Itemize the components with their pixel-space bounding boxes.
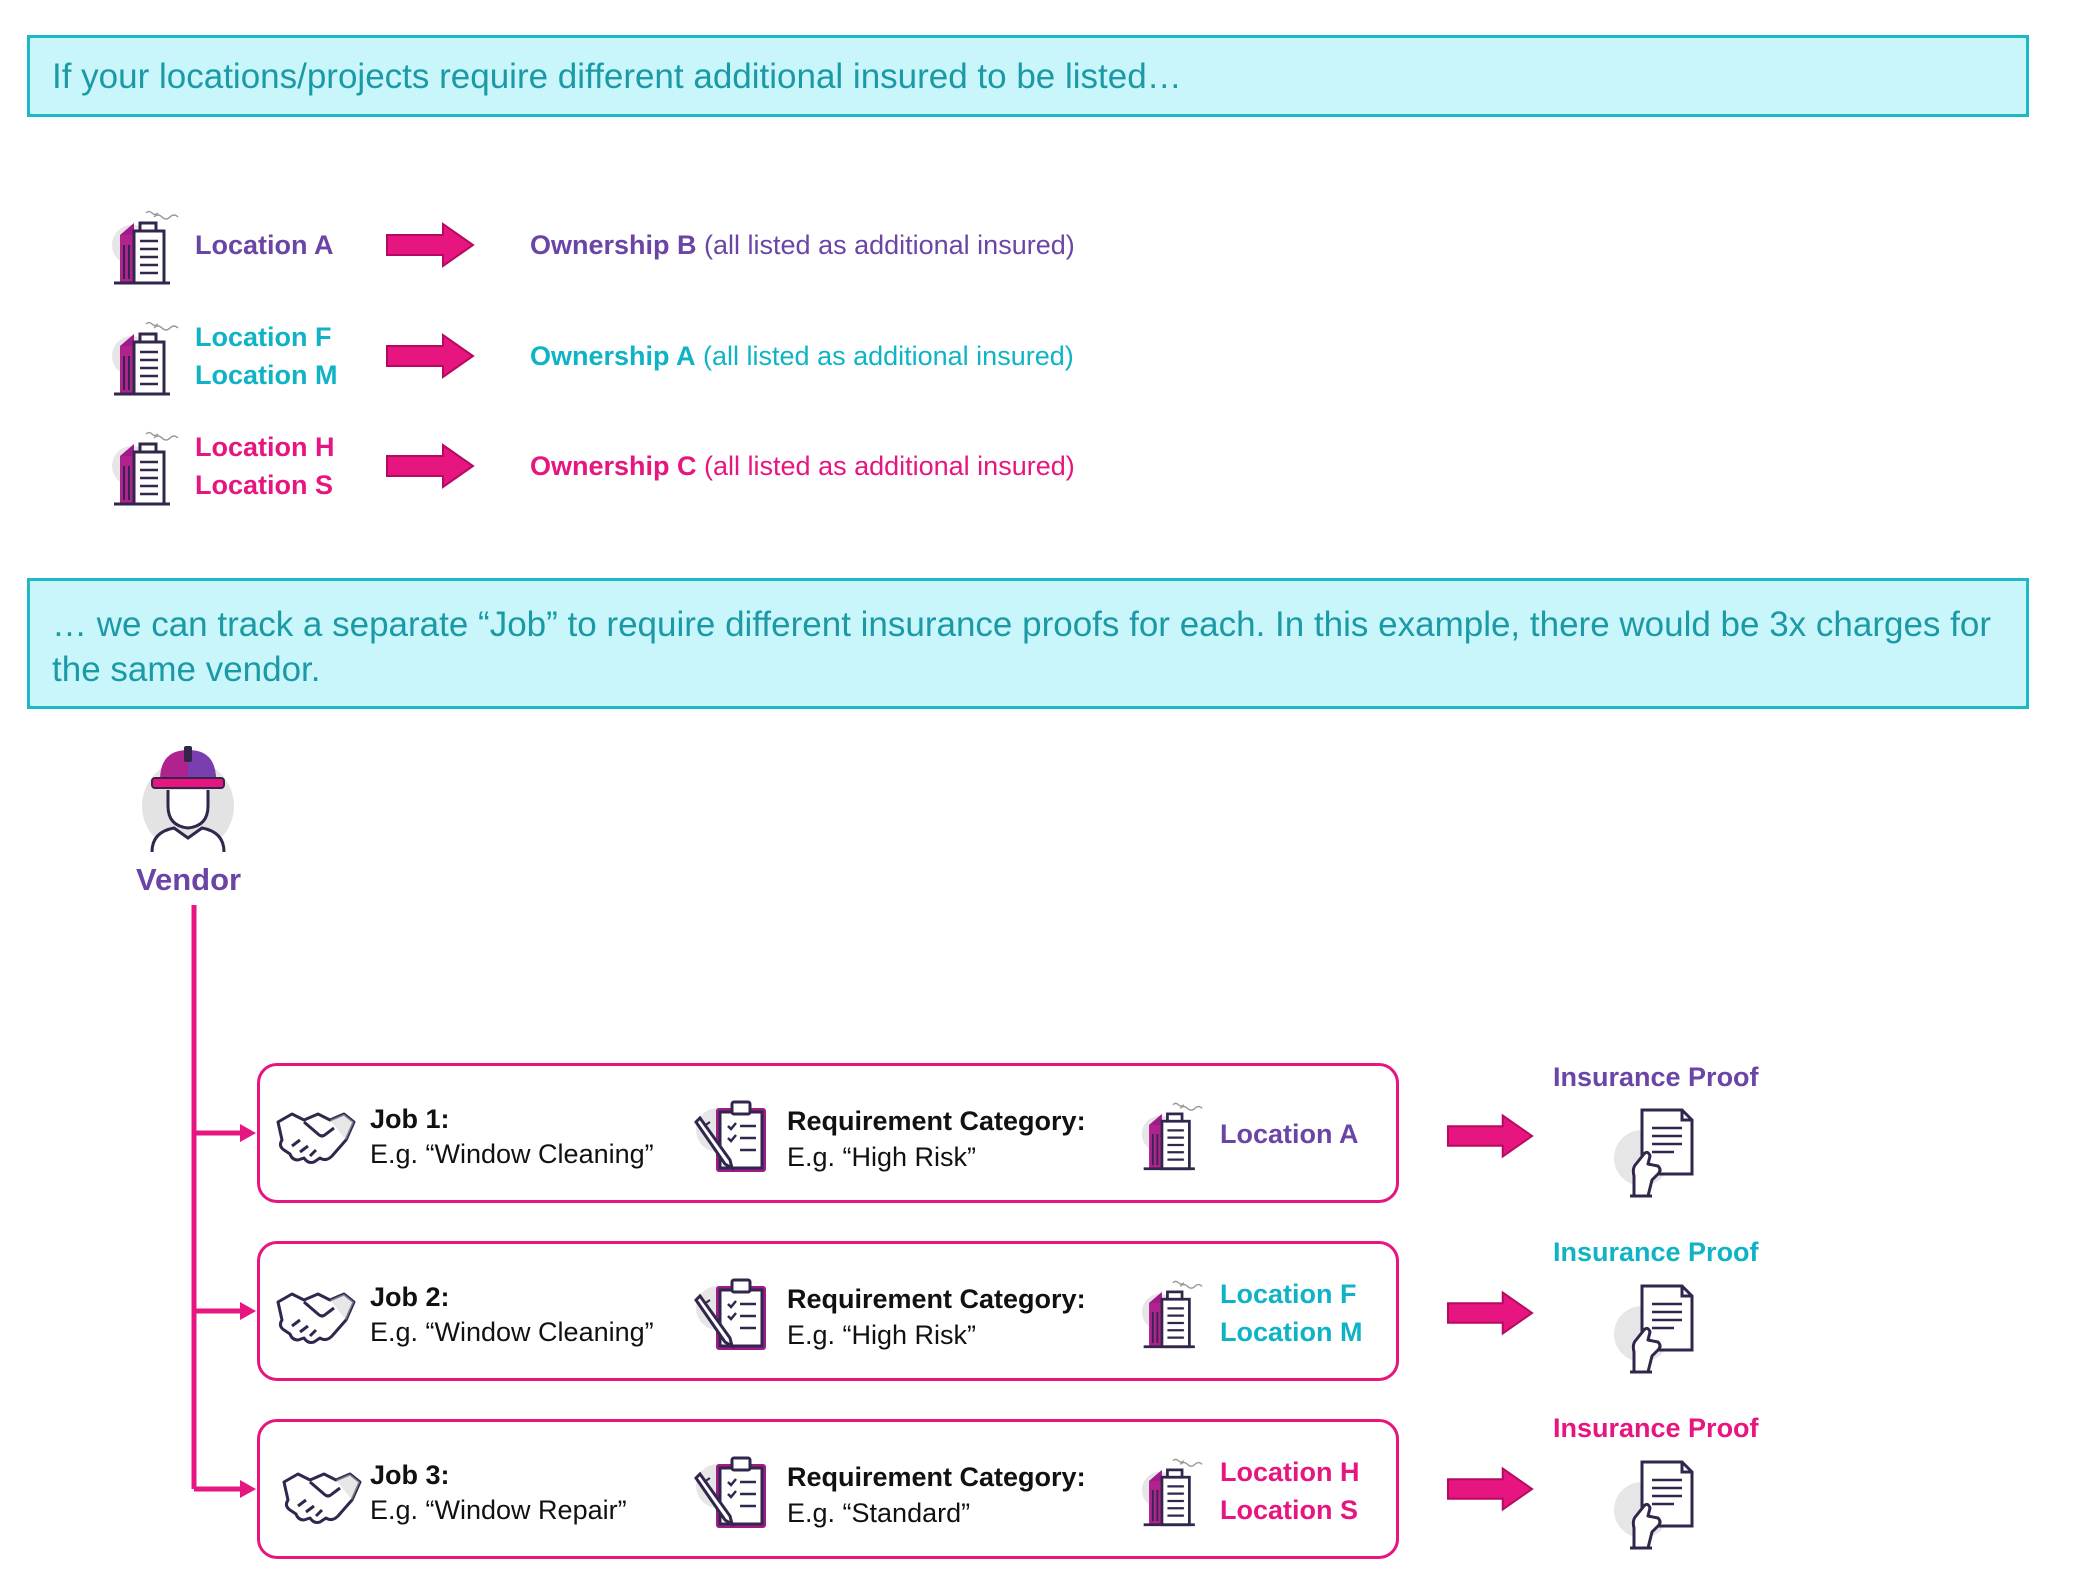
requirement-title: Requirement Category: [787, 1106, 1086, 1136]
worker-hardhat-icon [142, 746, 234, 853]
intro-banner-text: If your locations/projects require diffe… [52, 56, 1182, 96]
explanation-banner: … we can track a separate “Job” to requi… [27, 578, 2029, 709]
ownership-suffix: (all listed as additional insured) [696, 230, 1075, 260]
location-label: Location S [195, 470, 334, 500]
job-card-3: Job 3: E.g. “Window Repair” Requirement … [257, 1419, 1399, 1559]
insurance-proof-label: Insurance Proof [1553, 1062, 1759, 1092]
job-title: Job 3: [370, 1460, 450, 1490]
job-location-label: Location M [1220, 1317, 1363, 1347]
ownership-suffix: (all listed as additional insured) [696, 451, 1075, 481]
requirement-example: E.g. “Standard” [787, 1498, 971, 1528]
building-icon [1140, 1274, 1204, 1350]
job-location-label: Location H [1220, 1457, 1360, 1487]
building-icon [1140, 1096, 1204, 1172]
arrow-right-icon [1446, 1113, 1534, 1159]
explanation-banner-text: … we can track a separate “Job” to requi… [52, 605, 1991, 689]
job-title: Job 1: [370, 1104, 450, 1134]
job-location-label: Location A [1220, 1119, 1359, 1149]
insurance-document-hand-icon [1608, 1456, 1698, 1552]
location-label: Location F [195, 322, 332, 352]
requirement-example: E.g. “High Risk” [787, 1142, 977, 1172]
job-example: E.g. “Window Cleaning” [370, 1139, 654, 1169]
ownership-text: Ownership C (all listed as additional in… [530, 447, 1075, 485]
location-row-2: Location F Location M Ownership A (all l… [110, 316, 1210, 406]
job-example: E.g. “Window Cleaning” [370, 1317, 654, 1347]
requirement-title: Requirement Category: [787, 1284, 1086, 1314]
building-icon [1140, 1452, 1204, 1528]
ownership-label: Ownership C [530, 451, 697, 481]
clipboard-checklist-icon [692, 1452, 774, 1534]
ownership-label: Ownership B [530, 230, 697, 260]
ownership-label: Ownership A [530, 341, 696, 371]
building-icon [110, 426, 180, 506]
arrow-right-icon [1446, 1466, 1534, 1512]
arrow-right-icon [385, 443, 475, 489]
job-title: Job 2: [370, 1282, 450, 1312]
requirement-example: E.g. “High Risk” [787, 1320, 977, 1350]
arrow-right-icon [1446, 1290, 1534, 1336]
job-card-2: Job 2: E.g. “Window Cleaning” Requiremen… [257, 1241, 1399, 1381]
ownership-text: Ownership B (all listed as additional in… [530, 226, 1075, 264]
clipboard-checklist-icon [692, 1274, 774, 1356]
location-row-1: Location A Ownership B (all listed as ad… [110, 205, 1210, 295]
ownership-text: Ownership A (all listed as additional in… [530, 337, 1074, 375]
building-icon [110, 316, 180, 396]
insurance-proof-label: Insurance Proof [1553, 1237, 1759, 1267]
insurance-document-hand-icon [1608, 1280, 1698, 1376]
clipboard-checklist-icon [692, 1096, 774, 1178]
ownership-suffix: (all listed as additional insured) [695, 341, 1074, 371]
location-label: Location A [195, 230, 334, 260]
handshake-icon [280, 1460, 364, 1530]
location-row-3: Location H Location S Ownership C (all l… [110, 426, 1210, 516]
building-icon [110, 205, 180, 285]
location-label: Location M [195, 360, 338, 390]
job-example: E.g. “Window Repair” [370, 1495, 627, 1525]
job-card-1: Job 1: E.g. “Window Cleaning” Requiremen… [257, 1063, 1399, 1203]
intro-banner: If your locations/projects require diffe… [27, 35, 2029, 117]
insurance-proof-label: Insurance Proof [1553, 1413, 1759, 1443]
arrow-right-icon [385, 222, 475, 268]
requirement-title: Requirement Category: [787, 1462, 1086, 1492]
arrow-right-icon [385, 333, 475, 379]
insurance-document-hand-icon [1608, 1104, 1698, 1200]
handshake-icon [274, 1280, 358, 1350]
job-location-label: Location F [1220, 1279, 1357, 1309]
vendor-label: Vendor [136, 862, 242, 897]
handshake-icon [274, 1100, 358, 1170]
job-location-label: Location S [1220, 1495, 1359, 1525]
location-label: Location H [195, 432, 335, 462]
